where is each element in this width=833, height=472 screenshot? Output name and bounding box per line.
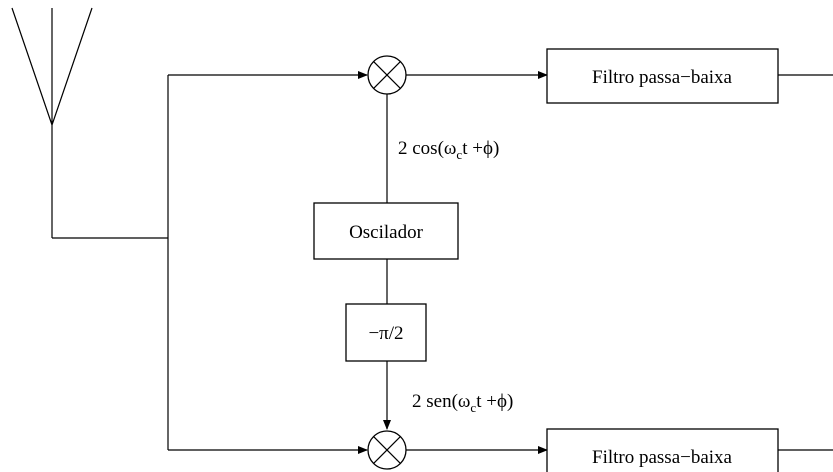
filter-top-label: Filtro passa−baixa	[592, 67, 733, 88]
antenna-icon	[11, 7, 93, 238]
phase-shifter-box	[345, 303, 427, 362]
bottom-mixer-icon	[367, 430, 407, 470]
filter-top-box	[546, 48, 779, 104]
cos-reference-prefix: 2 cos(ω	[398, 138, 456, 159]
cos-reference-label: 2 cos(ωct +ϕ)	[398, 138, 499, 162]
filter-bottom-label: Filtro passa−baixa	[592, 447, 733, 468]
sin-reference-subscript: c	[470, 400, 476, 415]
filter-bottom-box	[546, 428, 779, 472]
cos-reference-suffix: t +ϕ)	[462, 138, 499, 159]
cos-reference-subscript: c	[456, 147, 462, 162]
top-mixer-icon	[367, 55, 407, 95]
sin-reference-suffix: t +ϕ)	[476, 391, 513, 412]
oscillator-box	[313, 202, 459, 260]
oscillator-label: Oscilador	[349, 222, 424, 243]
sin-reference-prefix: 2 sen(ω	[412, 391, 470, 412]
phase-shifter-label: −π/2	[368, 323, 403, 344]
sin-reference-label: 2 sen(ωct +ϕ)	[412, 391, 513, 415]
